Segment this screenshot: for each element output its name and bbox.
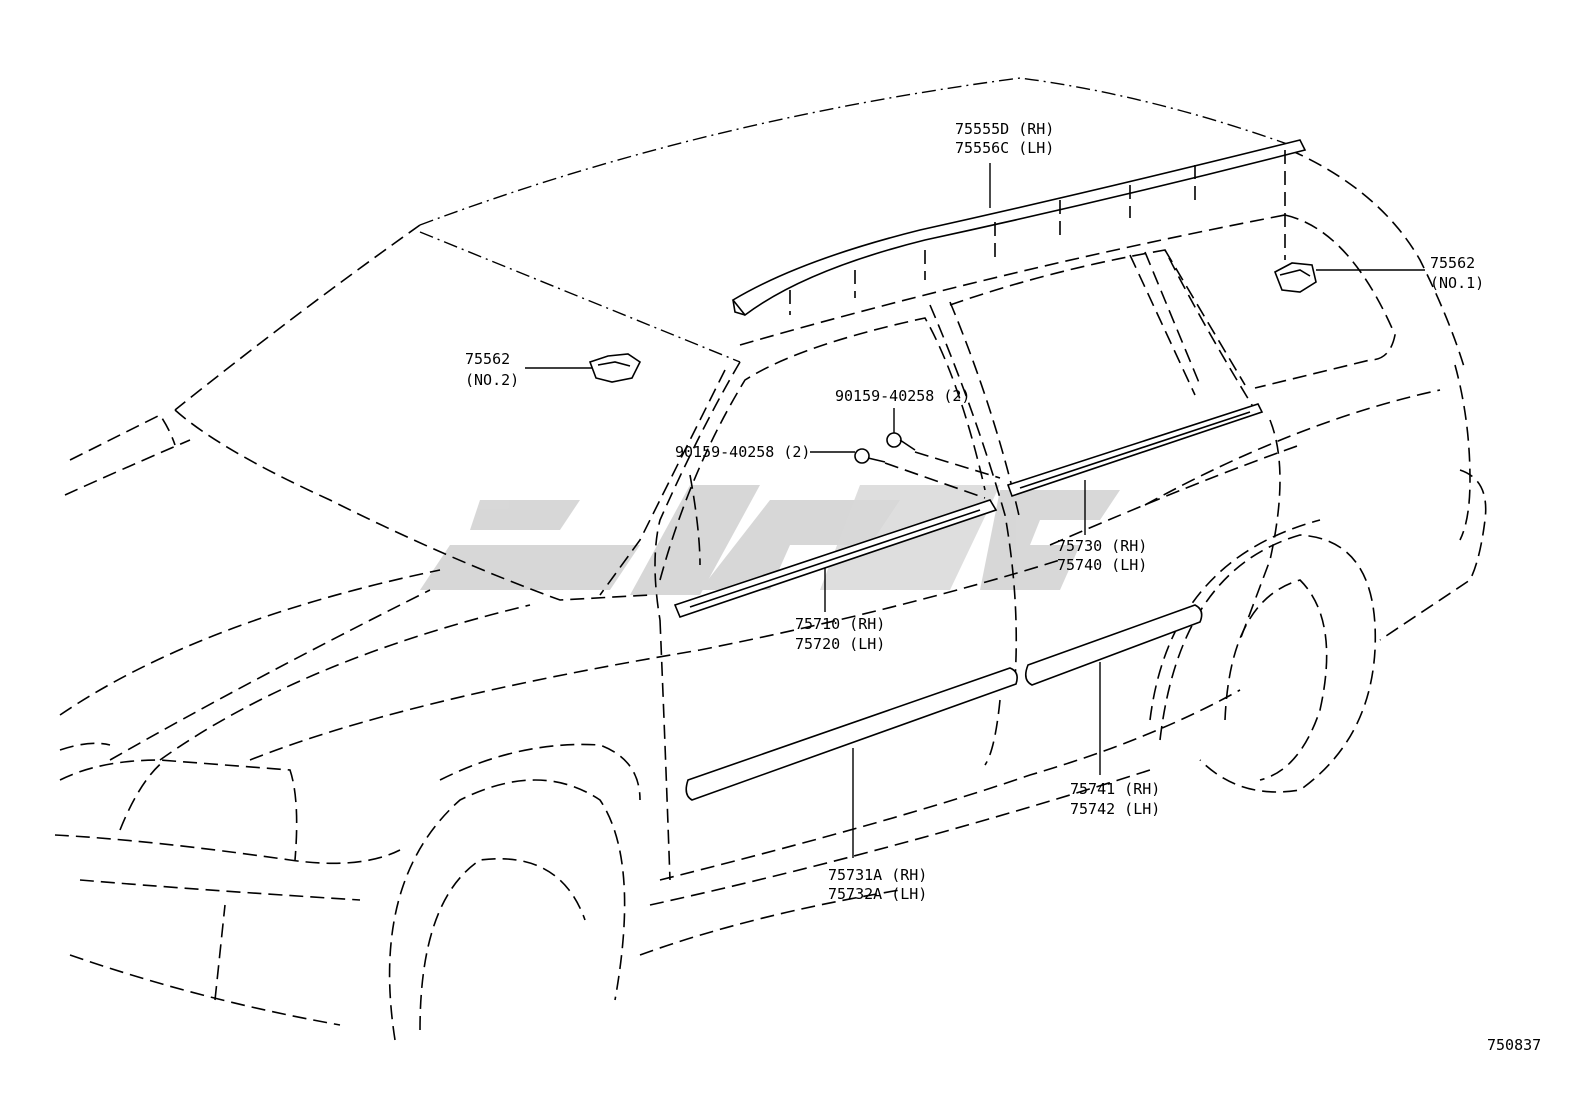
label-screw-upper: 90159-40258 (2) <box>835 387 970 405</box>
callout-screw-upper: 90159-40258 (2) <box>835 387 970 405</box>
label-screw-lower: 90159-40258 (2) <box>675 443 810 461</box>
callout-screw-lower: 90159-40258 (2) <box>675 443 810 461</box>
label-rear-belt-rh: 75730 (RH) <box>1057 537 1147 555</box>
roof-rack-rail <box>731 139 1307 317</box>
callout-front-door-side-moulding: 75731A (RH) 75732A (LH) <box>828 866 927 903</box>
rear-door-belt-moulding <box>1006 403 1264 498</box>
screw-lower <box>854 448 886 464</box>
roof-rack-cover-no1 <box>1273 262 1317 293</box>
label-rear-side-lh: 75742 (LH) <box>1070 800 1160 818</box>
label-front-belt-rh: 75710 (RH) <box>795 615 885 633</box>
front-door-belt-moulding <box>673 499 998 618</box>
label-front-side-lh: 75732A (LH) <box>828 885 927 903</box>
callout-rear-door-belt-moulding: 75730 (RH) 75740 (LH) <box>1057 537 1147 574</box>
label-front-belt-lh: 75720 (LH) <box>795 635 885 653</box>
callout-roof-rack-rail: 75555D (RH) 75556C (LH) <box>955 120 1054 157</box>
label-front-side-rh: 75731A (RH) <box>828 866 927 884</box>
label-roof-rail-lh: 75556C (LH) <box>955 139 1054 157</box>
roof-rack-cover-no2 <box>588 353 642 383</box>
label-cover-no1-name: (NO.1) <box>1430 274 1484 292</box>
label-cover-no1-part: 75562 <box>1430 254 1475 272</box>
callout-front-door-belt-moulding: 75710 (RH) 75720 (LH) <box>795 615 885 653</box>
label-rear-side-rh: 75741 (RH) <box>1070 780 1160 798</box>
front-door-side-moulding <box>685 667 1018 801</box>
label-cover-no2-part: 75562 <box>465 350 510 368</box>
screw-upper <box>886 432 916 451</box>
callout-roof-rack-cover-no2: 75562 (NO.2) <box>465 350 519 389</box>
figure-id: 750837 <box>1487 1036 1541 1054</box>
rear-door-side-moulding <box>1024 604 1203 686</box>
label-cover-no2-name: (NO.2) <box>465 371 519 389</box>
label-roof-rail-rh: 75555D (RH) <box>955 120 1054 138</box>
leader-lines <box>525 163 1425 858</box>
label-rear-belt-lh: 75740 (LH) <box>1057 556 1147 574</box>
callout-roof-rack-cover-no1: 75562 (NO.1) <box>1430 254 1484 292</box>
vehicle-outline <box>54 77 1487 1041</box>
callout-rear-door-side-moulding: 75741 (RH) 75742 (LH) <box>1070 780 1160 818</box>
